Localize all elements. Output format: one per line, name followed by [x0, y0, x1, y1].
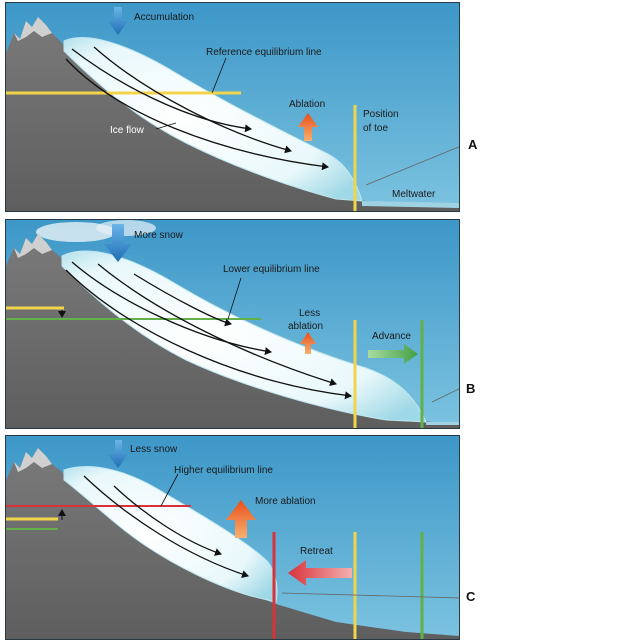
panel-advance: More snow Lower equilibrium line Less ab… — [5, 219, 460, 429]
callout-c-leader — [281, 592, 459, 599]
mountain-rock — [6, 234, 459, 428]
advance-arrow-icon — [368, 344, 418, 364]
panel-reference: Accumulation Reference equilibrium line … — [5, 2, 460, 212]
position-label-line2: of toe — [363, 123, 388, 134]
lower-line-label: Lower equilibrium line — [223, 264, 320, 275]
reference-line-label: Reference equilibrium line — [206, 47, 322, 58]
accumulation-label: Accumulation — [134, 12, 194, 23]
more-snow-arrow-icon — [104, 224, 132, 262]
ice-flow-arrow-2 — [93, 46, 292, 154]
more-snow-label: More snow — [134, 230, 184, 241]
callout-letter-b: B — [466, 381, 476, 396]
callout-letter-c: C — [466, 589, 476, 604]
glacier-ice — [63, 466, 278, 603]
ice-flow-arrow-1 — [83, 475, 249, 578]
more-ablation-label: More ablation — [255, 496, 316, 507]
advance-label: Advance — [372, 331, 411, 342]
retreat-arrow-icon — [288, 560, 352, 586]
ice-flow-arrow-1 — [71, 261, 272, 355]
snowy-peak — [14, 234, 52, 258]
ablation-arrow-icon — [298, 113, 318, 141]
lower-line-leader — [227, 277, 242, 320]
mountain-rock — [6, 448, 459, 639]
panel-retreat-diagram: Less snow Higher equilibrium line More a… — [6, 436, 459, 639]
higher-line-leader — [160, 473, 179, 507]
cloud — [36, 222, 116, 242]
snowy-peak — [14, 448, 52, 472]
ablation-label: Ablation — [289, 99, 325, 110]
panel-reference-diagram: Accumulation Reference equilibrium line … — [6, 3, 459, 211]
less-ablation-label-line1: Less — [299, 308, 320, 319]
callout-a-leader — [365, 146, 459, 186]
accumulation-arrow-icon — [108, 7, 128, 35]
snowy-peak — [14, 17, 52, 41]
ice-flow-label: Ice flow — [110, 125, 145, 136]
cloud — [96, 220, 156, 236]
meltwater-pool — [362, 201, 459, 208]
retreat-label: Retreat — [300, 546, 333, 557]
ice-flow-arrow-2 — [97, 263, 337, 387]
more-ablation-arrow-icon — [226, 500, 256, 538]
mountain-rock — [6, 17, 459, 211]
meltwater-label: Meltwater — [392, 189, 436, 200]
higher-line-label: Higher equilibrium line — [174, 465, 273, 476]
reference-line-leader — [211, 57, 227, 94]
ice-flow-arrow-1 — [71, 48, 252, 133]
less-snow-arrow-icon — [108, 440, 128, 468]
callout-letter-a: A — [468, 137, 478, 152]
less-ablation-arrow-icon — [300, 332, 316, 354]
panel-advance-diagram: More snow Lower equilibrium line Less ab… — [6, 220, 459, 428]
meltwater-pool — [426, 422, 459, 425]
less-snow-label: Less snow — [130, 444, 178, 455]
position-label-line1: Position — [363, 109, 399, 120]
callout-b-leader — [431, 388, 459, 403]
ice-flow-arrow-2 — [113, 485, 222, 556]
less-ablation-label-line2: ablation — [288, 321, 323, 332]
ice-flow-arrow-3 — [65, 58, 329, 171]
ice-flow-arrow-3 — [65, 269, 352, 400]
panel-retreat: Less snow Higher equilibrium line More a… — [5, 435, 460, 640]
ice-flow-leader — [155, 122, 177, 130]
ice-flow-arrow-4 — [133, 273, 232, 327]
